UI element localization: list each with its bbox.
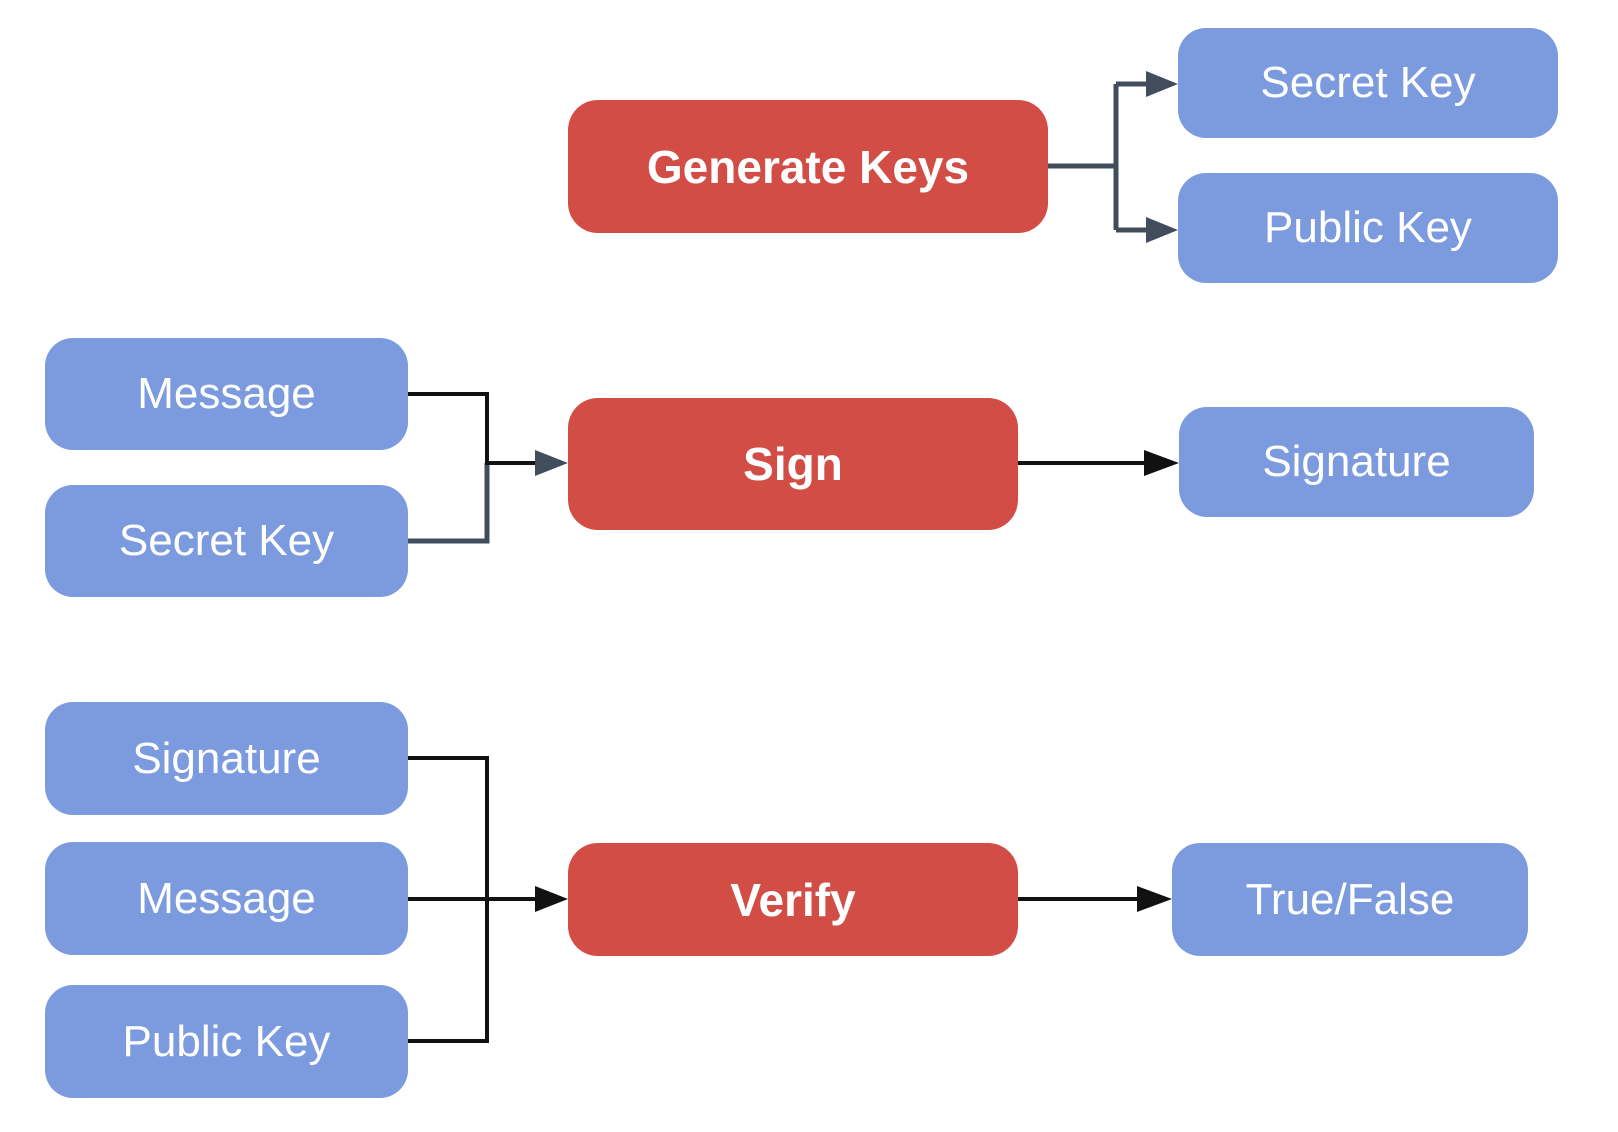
- edge-generate-keys-branch: [1048, 81, 1148, 233]
- node-label: Secret Key: [118, 516, 335, 565]
- edge-secret-key-to-sign: [408, 463, 490, 544]
- arrowhead-to-signature: [1144, 450, 1179, 476]
- node-message-sign-input: Message: [45, 338, 408, 450]
- node-generate-keys: Generate Keys: [568, 100, 1048, 233]
- node-label: Public Key: [122, 1016, 331, 1066]
- node-public-key-verify-input: Public Key: [45, 985, 408, 1098]
- node-sign: Sign: [568, 398, 1018, 530]
- arrowhead-to-secret-key: [1146, 71, 1178, 97]
- node-secret-key-output: Secret Key: [1178, 28, 1558, 138]
- arrowhead-to-true-false: [1137, 886, 1172, 912]
- node-label: Verify: [730, 873, 856, 926]
- arrowhead-to-sign: [535, 450, 568, 476]
- node-true-false: True/False: [1172, 843, 1528, 956]
- node-label: Signature: [132, 733, 321, 783]
- node-label: Sign: [743, 438, 843, 490]
- arrowhead-to-verify: [535, 886, 568, 912]
- node-label: Secret Key: [1260, 58, 1476, 107]
- node-label: Message: [137, 369, 316, 418]
- arrowhead-to-public-key: [1146, 217, 1178, 243]
- node-label: Generate Keys: [646, 140, 970, 193]
- node-label: Public Key: [1264, 203, 1472, 252]
- node-public-key-output: Public Key: [1178, 173, 1558, 283]
- edge-message-to-sign: [408, 392, 537, 465]
- node-signature-output: Signature: [1179, 407, 1534, 517]
- node-label: True/False: [1245, 874, 1455, 924]
- node-label: Signature: [1262, 437, 1451, 486]
- edge-signature-to-verify: [408, 756, 489, 899]
- node-verify: Verify: [568, 843, 1018, 956]
- node-message-verify-input: Message: [45, 842, 408, 955]
- node-signature-verify-input: Signature: [45, 702, 408, 815]
- edge-public-key-to-verify: [408, 899, 489, 1043]
- node-secret-key-sign-input: Secret Key: [45, 485, 408, 597]
- node-label: Message: [137, 873, 316, 923]
